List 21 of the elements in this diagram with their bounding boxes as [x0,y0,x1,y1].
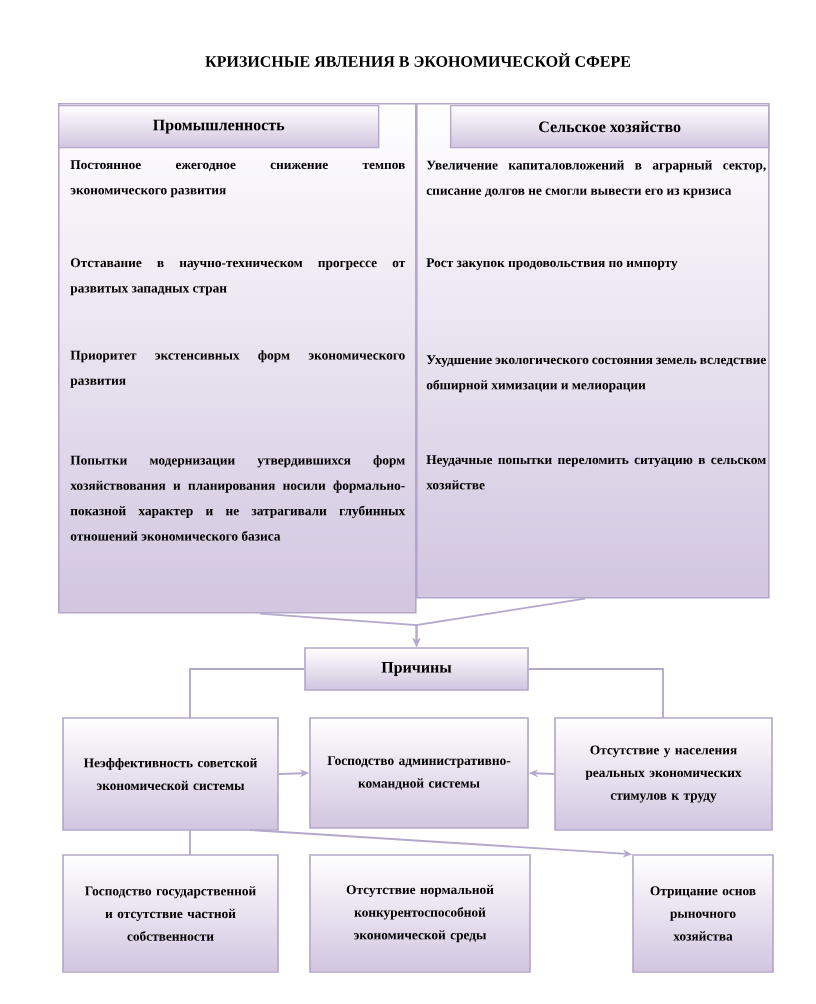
connector [527,668,664,719]
cause-box: Господство административно-командной системы [309,717,529,829]
body-text: Ухудшение экологического состояния земель вследствие обширной химизации и мелиорации [426,355,766,393]
heading-box: Причины [304,647,529,691]
body-text: Отставание в научно-техническом прогрессе от развитых западных стран [70,258,406,296]
title: КРИЗИСНЫЕ ЯВЛЕНИЯ В ЭКОНОМИЧЕСКОЙ СФЕРЕ [205,53,631,67]
connector [189,668,306,719]
body-text: Неудачные попытки переломить ситуацию в сельском хозяйстве [426,455,766,490]
body-text: Приоритет экстенсивных форм экономического развития [70,350,405,388]
cause-box: Отсутствие нормальной конкурентоспособной экономической среды [309,854,531,973]
body-text: Постоянное ежегодное снижение темпов экономического развития [70,160,405,198]
body-text: Увеличение капиталовложений в аграрный сектор, списание долгов не смогли вывести его из кризиса [426,160,766,198]
body-text: Попытки модернизации утвердившихся форм хозяйствования и планирования носили формально-показной характер и не затрагивали глубинных отношений экономического базиса [70,455,406,541]
connector [189,829,191,856]
body-text: Рост закупок продовольствия по импорту [426,258,678,270]
cause-box: Отсутствие у населения реальных экономических стимулов к труду [554,717,773,831]
cause-box: Неэффективность советской экономической системы [62,717,279,831]
heading-band: Сельское хозяйство [450,105,770,149]
cause-box: Отрицание основ рыночного хозяйства [632,854,774,973]
heading-band: Промышленность [58,105,380,149]
cause-box: Господство государственной и отсутствие частной собственности [62,854,279,973]
